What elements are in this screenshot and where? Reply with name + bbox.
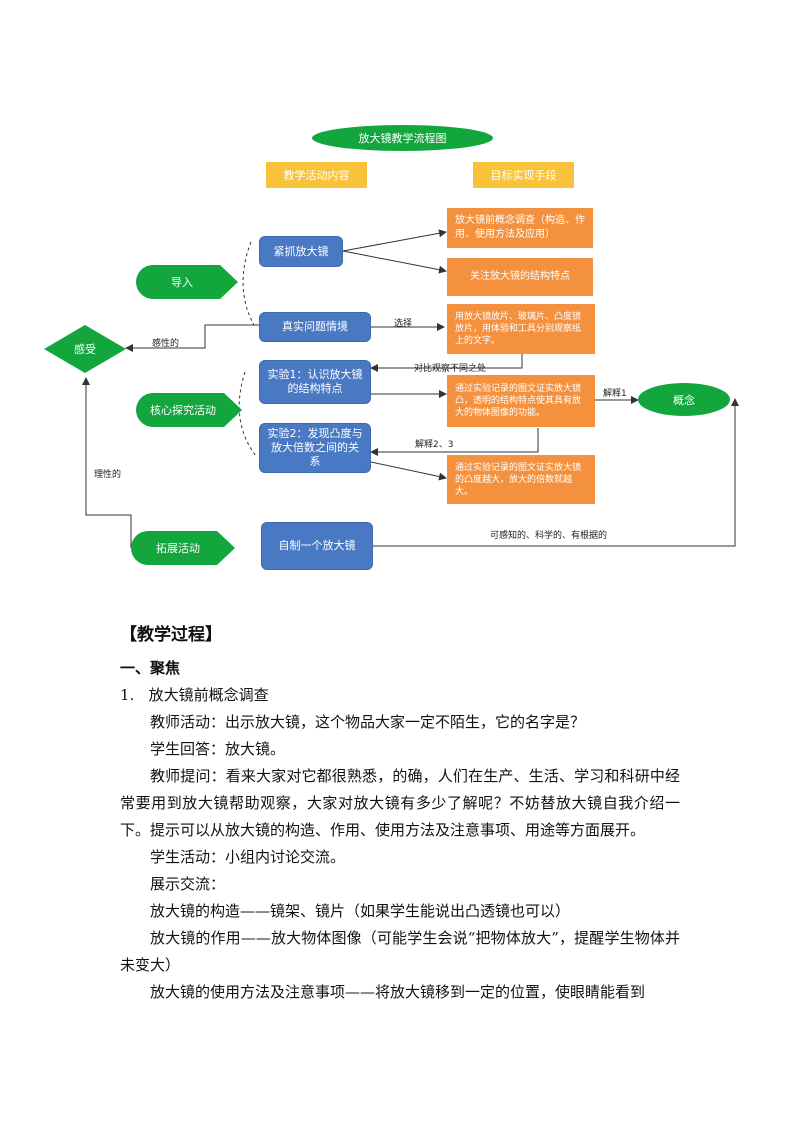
- paragraph: 教师提问：看来大家对它都很熟悉，的确，人们在生产、生活、学习和科研中经常要用到放…: [120, 767, 680, 839]
- means-experiment-2-result: 通过实验记录的图文证实放大镜的凸度越大，放大的倍数就越大。: [447, 455, 595, 504]
- stage-intro: 导入: [171, 276, 193, 289]
- document-body: 【教学过程】 一、聚焦 1. 放大镜前概念调查 教师活动：出示放大镜，这个物品大…: [120, 622, 680, 1006]
- paragraph: 放大镜的作用——放大物体图像（可能学生会说“把物体放大”，提醒学生物体并未变大）: [120, 929, 680, 974]
- item-title: 放大镜前概念调查: [148, 686, 269, 704]
- label-compare: 对比观察不同之处: [414, 364, 487, 374]
- activity-make-magnifier: 自制一个放大镜: [261, 522, 373, 570]
- feel-node: 感受: [74, 343, 96, 356]
- stage-core-shape: [136, 393, 242, 427]
- subsection-heading: 一、聚焦: [120, 659, 181, 677]
- label-rational: 理性的: [94, 470, 122, 480]
- stage-intro-shape: [136, 265, 238, 299]
- stage-extension: 拓展活动: [156, 542, 200, 555]
- paragraph: 教师活动：出示放大镜，这个物品大家一定不陌生，它的名字是？: [150, 713, 586, 731]
- arrow-a5-concept: [373, 398, 739, 547]
- paragraph: 展示交流：: [150, 875, 226, 893]
- activity-experiment-2: 实验2：发现凸度与放大倍数之间的关系: [259, 423, 371, 473]
- feel-diamond-shape: [44, 325, 126, 373]
- label-explain-1: 解释1: [603, 389, 627, 399]
- means-experiment-1-result: 通过实验记录的图文证实放大镜凸，透明的结构特点使其具有放大的物体图像的功能。: [447, 375, 595, 427]
- paragraph: 学生活动：小组内讨论交流。: [150, 848, 346, 866]
- header-activities: 教学活动内容: [266, 162, 367, 188]
- stage-core: 核心探究活动: [150, 404, 216, 417]
- section-heading: 【教学过程】: [120, 625, 222, 645]
- flowchart-connectors: [82, 229, 739, 548]
- header-means: 目标实现手段: [473, 162, 574, 188]
- means-observe-text: 用放大镜放片、玻璃片、凸度镜放片，用体验和工具分别观察纸上的文字。: [447, 304, 595, 354]
- label-scientific: 可感知的、科学的、有根据的: [490, 531, 608, 541]
- stage-extension-shape: [131, 531, 235, 565]
- means-structure-focus: 关注放大镜的结构特点: [447, 258, 593, 296]
- activity-grab-magnifier: 紧抓放大镜: [259, 236, 343, 267]
- label-select: 选择: [394, 319, 413, 329]
- activity-real-problem: 真实问题情境: [259, 312, 371, 342]
- arrow-a1-m1: [342, 229, 447, 252]
- paragraph: 学生回答：放大镜。: [150, 740, 286, 758]
- arrow-m3-a3: [370, 354, 523, 372]
- item-number: 1.: [120, 686, 135, 704]
- numbered-item: 1. 放大镜前概念调查: [120, 682, 680, 709]
- means-preconception-survey: 放大镜前概念调查（构造、作用、使用方法及应用）: [447, 208, 593, 248]
- arrow-a4-m5: [370, 461, 447, 481]
- paragraph: 放大镜的使用方法及注意事项——将放大镜移到一定的位置，使眼睛能看到: [150, 983, 646, 1001]
- paragraph: 放大镜的构造——镜架、镜片（如果学生能说出凸透镜也可以）: [150, 902, 571, 920]
- dash-core: [238, 371, 257, 457]
- flowchart-title: 放大镜教学流程图: [312, 125, 493, 151]
- dash-intro: [242, 241, 255, 326]
- arrow-a2-feel: [125, 324, 259, 352]
- arrow-a1-m2: [342, 250, 447, 274]
- activity-experiment-1: 实验1：认识放大镜的结构特点: [259, 360, 371, 404]
- arrow-ext-feel: [82, 377, 132, 548]
- concept-node: 概念: [638, 383, 730, 416]
- arrow-back-a4: [370, 428, 539, 456]
- label-perceptual: 感性的: [152, 339, 180, 349]
- label-explain-2-3: 解释2、3: [415, 440, 454, 450]
